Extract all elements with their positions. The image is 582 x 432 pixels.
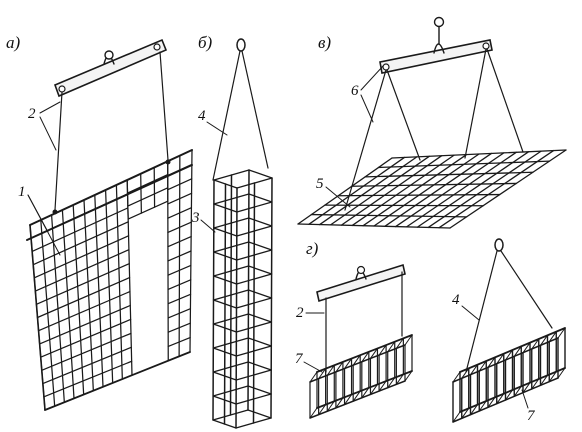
panel-g: г) 2 7 4 7 [295, 238, 566, 424]
panel-b: б) 4 3 [191, 33, 273, 429]
callout-4-g: 4 [452, 292, 460, 308]
panel-g-label: г) [306, 239, 319, 258]
column-cage-b [212, 169, 273, 429]
panel-v: в) 6 5 [297, 16, 567, 229]
callout-5: 5 [316, 176, 324, 192]
slings-a [52, 51, 171, 215]
callout-2-g: 2 [296, 305, 304, 321]
spreader-beam-a [53, 38, 168, 98]
wall-mesh-a [26, 149, 193, 411]
panel-a: а) 2 1 [6, 33, 193, 411]
callout-7-g-right: 7 [527, 408, 536, 424]
callout-2-a: 2 [28, 106, 36, 122]
slings-g-left [325, 271, 403, 373]
callout-3: 3 [191, 210, 200, 226]
callout-1: 1 [18, 184, 26, 200]
panel-a-label: а) [6, 33, 21, 52]
callout-7-g-left: 7 [295, 351, 304, 367]
sling-g-right [465, 238, 553, 373]
beam-cage-right [452, 327, 566, 423]
spreader-beam-g [316, 263, 406, 303]
sling-b [212, 38, 269, 181]
callout-6: 6 [351, 83, 359, 99]
flat-mesh-sheet [297, 149, 567, 229]
beam-cage-left [309, 334, 413, 419]
panel-b-label: б) [198, 33, 213, 52]
callout-4-b: 4 [198, 108, 206, 124]
panel-v-label: в) [318, 33, 331, 52]
spreader-beam-v [379, 16, 493, 74]
